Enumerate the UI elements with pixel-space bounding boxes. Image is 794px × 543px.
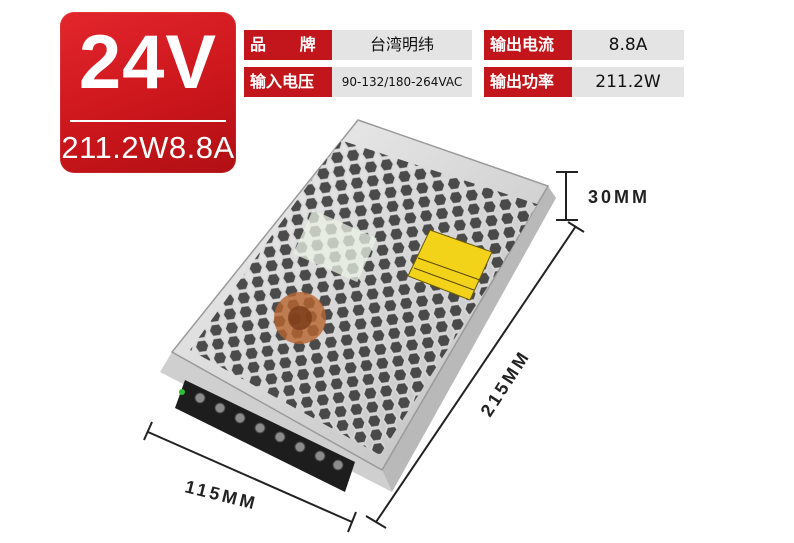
dimension-height-label: 30MM	[588, 187, 650, 207]
spec-label: 品 牌	[244, 30, 332, 60]
spec-value: 台湾明纬	[332, 30, 472, 60]
hex-vents	[190, 140, 540, 455]
warning-label	[407, 229, 493, 301]
spec-value: 90-132/180-264VAC	[332, 67, 472, 97]
dimension-width-label: 115MM	[183, 476, 260, 513]
led-indicator	[179, 389, 185, 395]
dimension-length	[365, 221, 585, 529]
spec-label: 输出功率	[484, 67, 572, 97]
spec-label: 输入电压	[244, 67, 332, 97]
spec-value: 8.8A	[572, 30, 684, 60]
spec-label: 输出电流	[484, 30, 572, 60]
spec-input-voltage: 输入电压 90-132/180-264VAC	[244, 67, 472, 97]
case-side	[382, 186, 556, 492]
spec-brand: 品 牌 台湾明纬	[244, 30, 472, 60]
dimension-width	[143, 421, 357, 533]
voltage-badge: 24V 211.2W8.8A	[60, 12, 236, 173]
spec-value: 211.2W	[572, 67, 684, 97]
dimension-height	[556, 171, 578, 221]
voltage-text: 24V	[78, 20, 218, 105]
spec-output-power: 输出功率 211.2W	[484, 67, 684, 97]
terminal-screws	[194, 392, 344, 471]
spec-output-current: 输出电流 8.8A	[484, 30, 684, 60]
rating-text: 211.2W8.8A	[61, 130, 235, 165]
badge-divider	[70, 120, 226, 122]
dimension-length-label: 215MM	[477, 346, 535, 420]
